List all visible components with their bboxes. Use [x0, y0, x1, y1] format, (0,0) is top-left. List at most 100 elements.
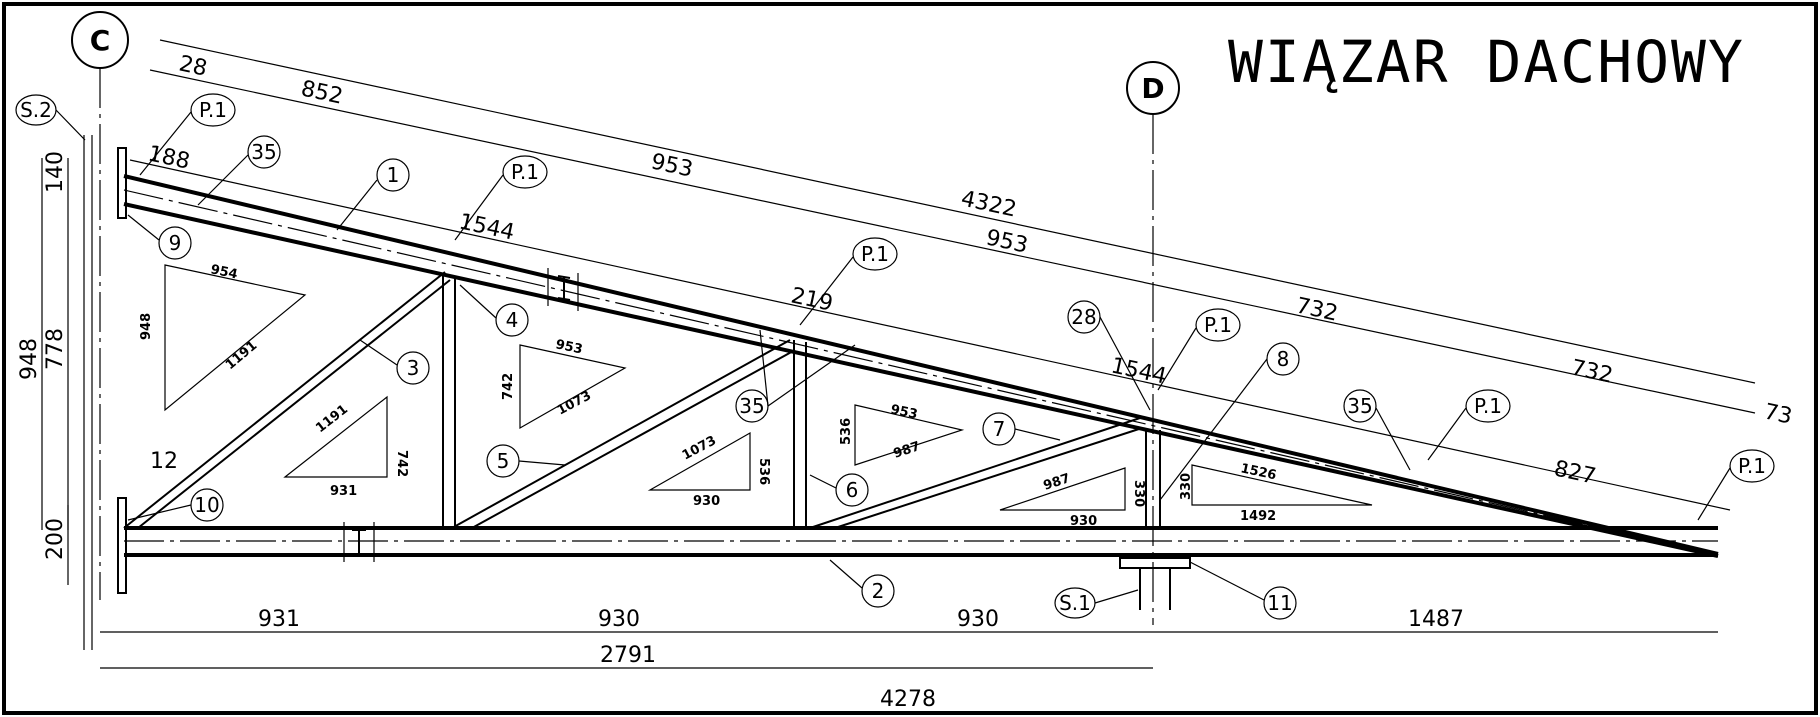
- dim-slope-73: 73: [1762, 399, 1795, 429]
- svg-text:1073: 1073: [680, 433, 719, 463]
- svg-text:11: 11: [1267, 591, 1292, 615]
- svg-text:6: 6: [846, 478, 859, 502]
- svg-text:1492: 1492: [1240, 509, 1276, 524]
- svg-text:8: 8: [1277, 347, 1290, 371]
- diagonal-7-a: [809, 417, 1141, 529]
- callout-plate-6: P.1: [1697, 449, 1775, 521]
- svg-text:2: 2: [872, 579, 885, 603]
- dim-vertical-778: 778: [43, 328, 68, 370]
- diagonal-7-b: [834, 427, 1143, 529]
- svg-text:28: 28: [1071, 305, 1096, 329]
- top-chord-upper: [123, 174, 1719, 556]
- dim-slope-total: 4322: [959, 186, 1019, 222]
- callout-member-11: 11: [1189, 561, 1297, 620]
- callout-member-28: 28: [1067, 300, 1151, 411]
- svg-text:4: 4: [506, 308, 519, 332]
- callout-member-10: 10: [127, 488, 224, 522]
- callout-member-4: 4: [459, 284, 529, 337]
- slope-triangle-7: 1526 330 1492: [1179, 461, 1373, 524]
- section-symbol-top: [547, 268, 579, 311]
- dim-bottom-2791: 2791: [600, 643, 656, 668]
- dim-bottom-930-a: 930: [598, 607, 640, 632]
- section-symbol-bottom: [343, 522, 375, 562]
- dim-slope-732-a: 732: [1294, 293, 1340, 326]
- callout-plate-1: P.1: [139, 93, 236, 176]
- svg-text:P.1: P.1: [511, 160, 539, 184]
- dim-vertical-200: 200: [43, 518, 68, 560]
- svg-text:35: 35: [1347, 394, 1372, 418]
- dim-inner-827: 827: [1552, 456, 1598, 489]
- svg-text:330: 330: [1131, 480, 1146, 507]
- callout-support-s2: S.2: [15, 94, 86, 141]
- svg-text:987: 987: [892, 439, 922, 462]
- top-chord-axis: [123, 189, 1719, 556]
- callout-member-1: 1: [336, 158, 410, 231]
- dim-slope-732-b: 732: [1569, 355, 1615, 388]
- svg-text:S.1: S.1: [1059, 591, 1091, 615]
- dim-slope-28: 28: [177, 51, 210, 81]
- svg-text:536: 536: [756, 458, 771, 485]
- dim-line-slope-inner: [129, 159, 1731, 511]
- dim-slope-852: 852: [299, 76, 345, 109]
- callout-plate-5: P.1: [1427, 389, 1511, 461]
- axis-c-label: C: [90, 24, 111, 57]
- slope-triangle-3: 953 742 1073: [501, 337, 627, 430]
- svg-text:742: 742: [394, 450, 409, 477]
- support-plate: [1119, 557, 1191, 569]
- dim-bottom-930-b: 930: [957, 607, 999, 632]
- svg-text:5: 5: [497, 449, 510, 473]
- dim-bottom-4278: 4278: [880, 687, 936, 712]
- svg-text:930: 930: [693, 494, 720, 509]
- dim-vertical-140: 140: [43, 151, 68, 193]
- svg-text:953: 953: [554, 337, 584, 357]
- callout-support-s1: S.1: [1054, 587, 1139, 619]
- callout-plate-4: P.1: [1157, 308, 1241, 391]
- end-plate-bottom: [117, 497, 127, 594]
- callout-member-9: 9: [127, 214, 192, 260]
- dim-inner-188: 188: [146, 141, 192, 174]
- svg-text:35: 35: [739, 394, 764, 418]
- svg-text:3: 3: [407, 356, 420, 380]
- callout-plate-2: P.1: [454, 155, 548, 241]
- callout-member-2: 2: [829, 559, 895, 608]
- dim-inner-1544-b: 1544: [1109, 353, 1169, 389]
- svg-text:10: 10: [194, 493, 219, 517]
- svg-text:P.1: P.1: [861, 242, 889, 266]
- slope-triangle-5: 953 536 987: [839, 402, 965, 466]
- svg-text:P.1: P.1: [1474, 394, 1502, 418]
- svg-text:S.2: S.2: [20, 98, 52, 122]
- svg-text:7: 7: [993, 417, 1006, 441]
- diagonal-5-b: [471, 349, 796, 529]
- svg-text:536: 536: [839, 418, 854, 445]
- svg-text:9: 9: [169, 231, 182, 255]
- dim-inner-1544-a: 1544: [457, 209, 517, 245]
- axis-d-label: D: [1141, 72, 1164, 105]
- callout-member-6: 6: [809, 473, 869, 507]
- end-plate-top: [117, 147, 127, 219]
- dim-slope-953-b: 953: [984, 225, 1030, 258]
- diagonal-3-b: [137, 279, 451, 529]
- callout-member-7: 7: [982, 412, 1061, 446]
- svg-text:P.1: P.1: [199, 98, 227, 122]
- svg-text:1: 1: [387, 163, 400, 187]
- top-chord-lower: [123, 202, 1719, 558]
- dim-vertical-948: 948: [17, 338, 42, 380]
- svg-text:1073: 1073: [555, 388, 594, 418]
- drawing-title: WIĄZAR DACHOWY: [1228, 28, 1745, 96]
- dim-line-slope-total: [159, 39, 1756, 384]
- svg-text:P.1: P.1: [1204, 313, 1232, 337]
- svg-text:742: 742: [501, 373, 516, 400]
- slope-triangle-4: 1073 536 930: [647, 431, 771, 509]
- diagonal-5-a: [451, 339, 791, 529]
- slope-triangle-2: 1191 742 931: [283, 395, 409, 499]
- callout-member-35-b: 35: [735, 329, 856, 423]
- diagonal-3-a: [123, 271, 446, 529]
- svg-text:1526: 1526: [1239, 461, 1278, 483]
- svg-text:1191: 1191: [313, 402, 351, 436]
- dim-offset-12: 12: [150, 449, 178, 474]
- callout-member-35-c: 35: [1343, 389, 1411, 471]
- svg-text:1191: 1191: [223, 338, 260, 373]
- svg-text:953: 953: [889, 402, 919, 422]
